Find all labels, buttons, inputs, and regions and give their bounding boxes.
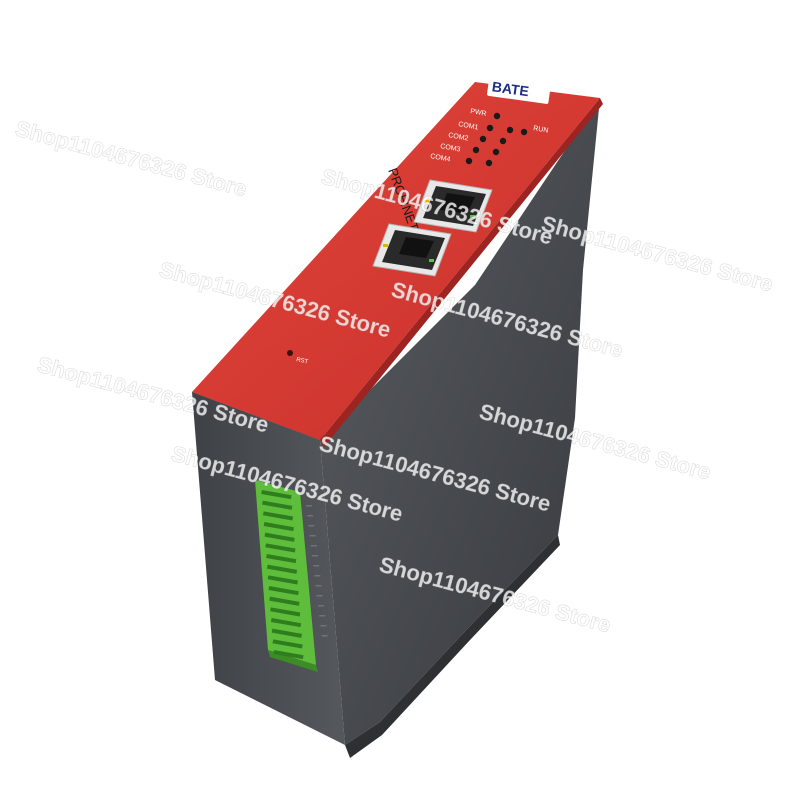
terminal-pin [266, 554, 297, 564]
led-label-run: RUN [533, 125, 549, 135]
terminal-block[interactable] [255, 480, 318, 672]
vent-mark [313, 565, 320, 567]
led-run [520, 128, 528, 136]
status-leds [465, 112, 528, 167]
led-com3-b [492, 148, 500, 156]
vent-mark [310, 545, 317, 547]
vent-mark [306, 505, 312, 507]
terminal-pin [269, 596, 300, 606]
terminal-pin [268, 586, 299, 596]
led-label-com1: COM1 [458, 121, 479, 131]
terminal-pin [267, 575, 298, 585]
vent-mark [321, 635, 328, 637]
terminal-pin [265, 543, 296, 553]
terminal-pin [273, 650, 304, 660]
led-com4-a [465, 157, 473, 165]
led-label-com4: COM4 [430, 153, 451, 163]
led-com1-a [486, 124, 494, 132]
svg-text:BATE: BATE [491, 78, 530, 99]
vent-mark [316, 595, 323, 597]
terminal-pin [270, 607, 301, 617]
led-label-pwr: PWR [470, 108, 487, 118]
led-com2-b [499, 137, 507, 145]
terminal-pin [270, 618, 302, 628]
terminal-pin [261, 489, 292, 500]
vent-mark [315, 585, 322, 587]
terminal-pin [262, 511, 294, 521]
terminal-pin [264, 532, 295, 542]
brand-logo: BATE [487, 74, 551, 104]
terminal-pin [262, 500, 293, 510]
led-com3-a [472, 146, 480, 154]
led-com4-b [485, 159, 493, 167]
vent-mark [309, 535, 316, 537]
vent-mark [308, 525, 315, 527]
led-pwr [493, 112, 501, 120]
vent-mark [319, 615, 326, 617]
led-com1-b [506, 126, 514, 134]
device-body-side [320, 98, 600, 745]
reset-button[interactable]: RST [287, 350, 309, 366]
terminal-pin [266, 564, 298, 574]
vent-mark [307, 515, 314, 517]
terminal-pin [272, 639, 303, 649]
terminal-pins [261, 489, 304, 660]
led-label-com3: COM3 [440, 143, 461, 153]
terminal-pin [271, 628, 302, 638]
vent-mark [312, 555, 318, 557]
front-panel-edge [320, 98, 603, 447]
ethernet-port-2[interactable] [372, 223, 452, 277]
watermark-1: Shop1104676326 Store [13, 116, 250, 202]
led-com2-a [479, 135, 487, 143]
side-vent-marks [306, 505, 328, 637]
led-label-com2: COM2 [448, 132, 469, 142]
vent-mark [318, 605, 324, 607]
reset-label: RST [296, 357, 309, 365]
vent-mark [320, 625, 327, 627]
device-body-bottom-edge [345, 535, 560, 758]
terminal-pin [263, 522, 294, 532]
vent-mark [314, 575, 321, 577]
ethernet-port-1[interactable] [413, 179, 493, 233]
led-labels: PWR COM1 COM2 COM3 COM4 RUN [430, 108, 549, 163]
